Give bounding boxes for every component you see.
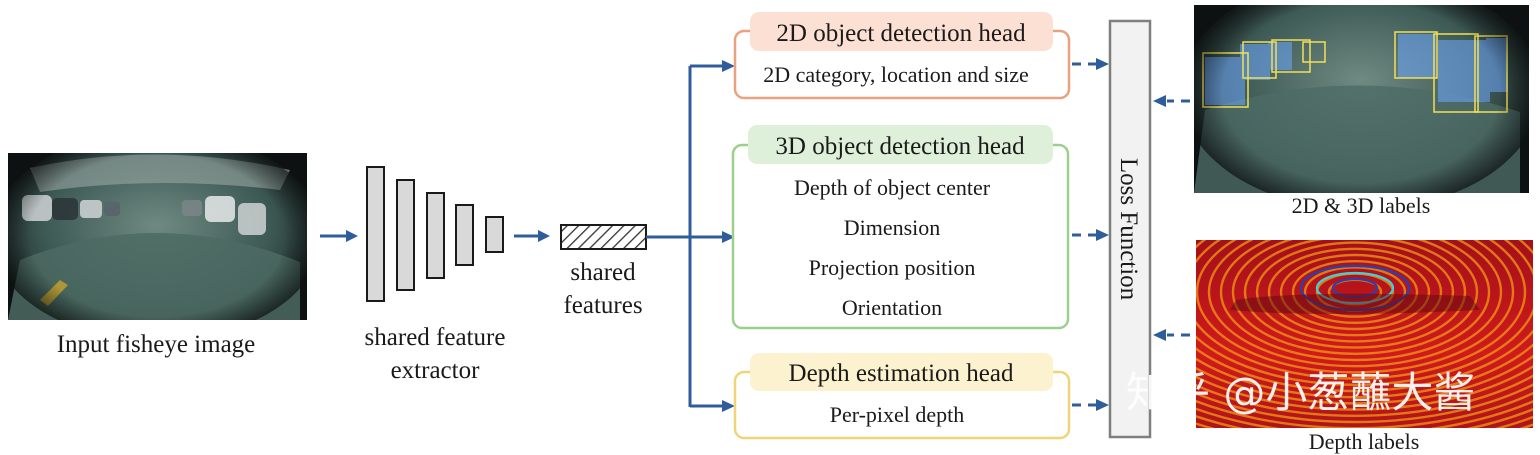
labels-to-loss-arrows [1153, 95, 1190, 341]
depth-ring [1196, 374, 1533, 417]
features-caption-line1: shared [570, 259, 636, 286]
extractor-layer-4 [455, 204, 474, 266]
shared-features-block [560, 224, 647, 250]
labels-2d-3d-caption: 2D & 3D labels [1292, 193, 1431, 218]
feature-extractor-layers [366, 166, 504, 302]
depth-ring [1291, 260, 1419, 325]
watermark-text: 知乎 @小葱蘸大酱 [1126, 368, 1475, 417]
depth-ring [1267, 247, 1443, 337]
head-2d-detection: 2D object detection head 2D category, lo… [733, 12, 1071, 100]
depth-labels-image [1196, 240, 1533, 428]
heads-to-loss-arrows [1072, 58, 1109, 411]
depth-ring [1196, 240, 1533, 393]
extractor-layer-5 [485, 216, 504, 253]
input-caption: Input fisheye image [57, 331, 256, 358]
head-depth-item: Per-pixel depth [830, 402, 965, 427]
labels-2d-3d-image [1194, 5, 1529, 193]
depth-ring [1207, 240, 1503, 368]
head-3d-item-dimension: Dimension [844, 215, 941, 240]
extractor-layer-1 [366, 166, 385, 302]
depth-ring [1219, 240, 1491, 362]
head-3d-detection: 3D object detection head Depth of object… [731, 125, 1070, 330]
extractor-caption-line2: extractor [391, 357, 481, 384]
depth-ring [1196, 240, 1527, 380]
extractor-layer-2 [396, 179, 415, 291]
depth-ring [1255, 241, 1455, 343]
depth-ring [1196, 365, 1533, 411]
head-3d-item-depth: Depth of object center [794, 175, 991, 200]
depth-rings [1196, 240, 1533, 428]
arrow-input-to-extractor [320, 230, 358, 242]
depth-ring [1243, 240, 1467, 349]
depth-ring [1196, 240, 1533, 399]
depth-ring [1279, 253, 1431, 331]
arrow-extractor-to-features [514, 230, 550, 242]
loss-function-block: Loss Function [1108, 19, 1152, 439]
extractor-caption-line1: shared feature [365, 324, 506, 351]
head-depth-estimation: Depth estimation head Per-pixel depth [733, 353, 1071, 440]
input-fisheye-image [8, 153, 307, 320]
head-2d-item: 2D category, location and size [763, 62, 1029, 87]
depth-ring [1303, 266, 1407, 318]
head-2d-title: 2D object detection head [776, 20, 1026, 47]
depth-ring [1196, 240, 1533, 386]
head-depth-title: Depth estimation head [789, 360, 1014, 387]
head-3d-item-projection: Projection position [809, 255, 976, 280]
depth-ring [1196, 354, 1533, 405]
head-2d-title-bg [750, 12, 1053, 51]
head-3d-item-orientation: Orientation [842, 295, 942, 320]
loss-function-label: Loss Function [1115, 158, 1142, 301]
depth-labels-caption: Depth labels [1309, 429, 1420, 454]
depth-ring [1196, 383, 1533, 424]
depth-ring [1231, 240, 1479, 355]
head-depth-title-bg [750, 353, 1053, 391]
head-3d-title-bg [748, 125, 1053, 164]
features-caption-line2: features [563, 292, 642, 319]
extractor-layer-3 [426, 192, 445, 279]
depth-ring [1196, 240, 1515, 374]
loss-function-box [1108, 19, 1152, 439]
branch-connectors [646, 60, 735, 412]
head-3d-title: 3D object detection head [775, 133, 1025, 160]
